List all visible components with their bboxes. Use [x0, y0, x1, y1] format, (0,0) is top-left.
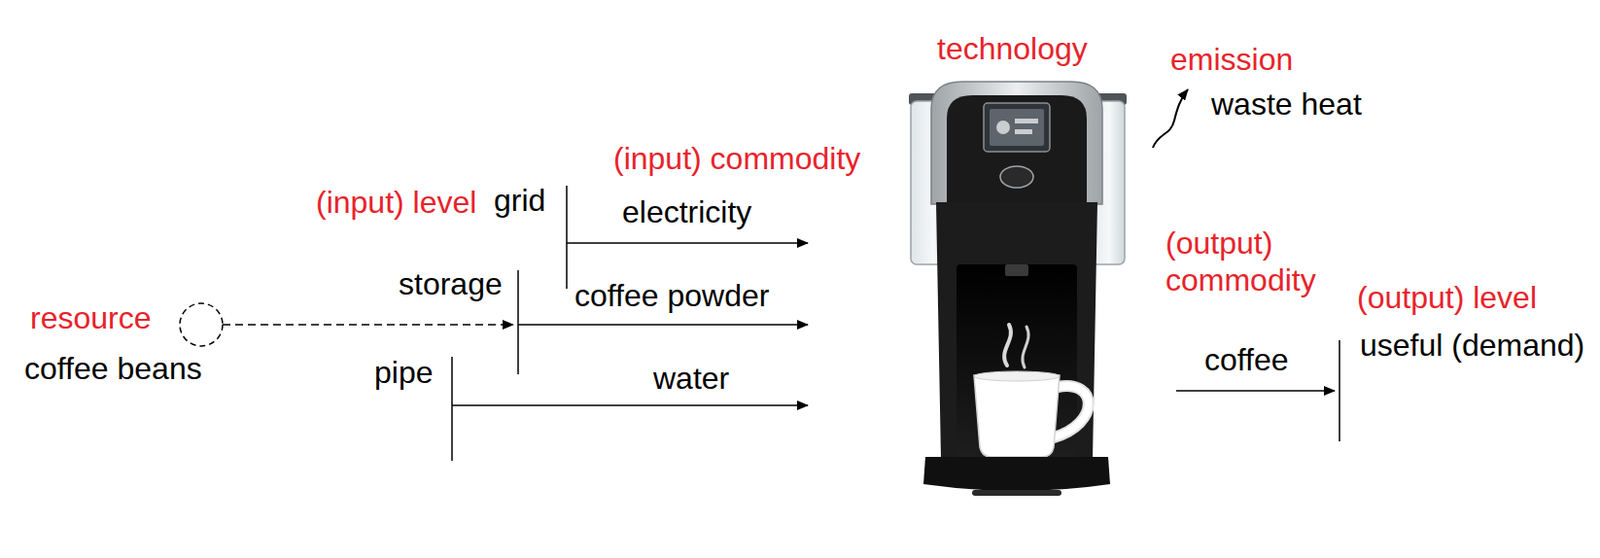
screen-icon	[1014, 129, 1033, 135]
commodity-arrow	[1176, 389, 1335, 392]
label-text: (input) level	[315, 186, 477, 218]
extraction-arrow	[222, 323, 514, 326]
coffee-maker	[908, 81, 1127, 496]
commodity-arrow	[518, 323, 808, 326]
level-bar	[1338, 340, 1341, 442]
label-text: resource	[30, 302, 152, 334]
brewer-head	[931, 81, 1103, 205]
label-text: coffee powder	[574, 279, 769, 312]
cup-handle	[1053, 385, 1089, 438]
label-text: useful (demand)	[1359, 329, 1585, 361]
steam	[1022, 326, 1029, 368]
screen	[983, 103, 1050, 152]
label-text: technology	[937, 33, 1088, 65]
resource-circle	[179, 303, 223, 347]
level-bar	[565, 185, 568, 289]
screen-icon	[996, 120, 1010, 135]
screen-icon	[1014, 118, 1039, 124]
label-text: water	[653, 362, 730, 394]
emission-arrow	[1152, 89, 1188, 148]
label-text: (output) level	[1356, 281, 1537, 314]
label-text: emission	[1170, 43, 1293, 75]
label-text: waste heat	[1211, 88, 1362, 120]
spout	[1005, 264, 1029, 277]
label-text: grid	[493, 184, 546, 216]
cup-rim	[973, 371, 1060, 382]
label-text: pipe	[374, 356, 434, 388]
head-face	[946, 95, 1087, 205]
label-text: (input) commodity	[613, 142, 861, 174]
drip-tray	[923, 456, 1111, 491]
steam	[1004, 324, 1011, 366]
label-text: coffee	[1204, 344, 1289, 376]
brew-button	[1000, 166, 1034, 188]
label-text: storage	[398, 268, 503, 300]
commodity-arrow	[452, 404, 808, 407]
commodity-arrow	[566, 242, 808, 244]
brewer-foot	[972, 489, 1062, 496]
brewer-body	[936, 202, 1098, 459]
screen-display	[989, 108, 1044, 146]
level-bar	[517, 270, 520, 375]
label-text: coffee beans	[24, 352, 203, 384]
cup-handle	[1053, 385, 1089, 438]
label-text: (output) commodity	[1165, 224, 1341, 300]
cup	[973, 375, 1060, 457]
level-bar	[451, 356, 453, 461]
label-text: electricity	[622, 196, 752, 228]
